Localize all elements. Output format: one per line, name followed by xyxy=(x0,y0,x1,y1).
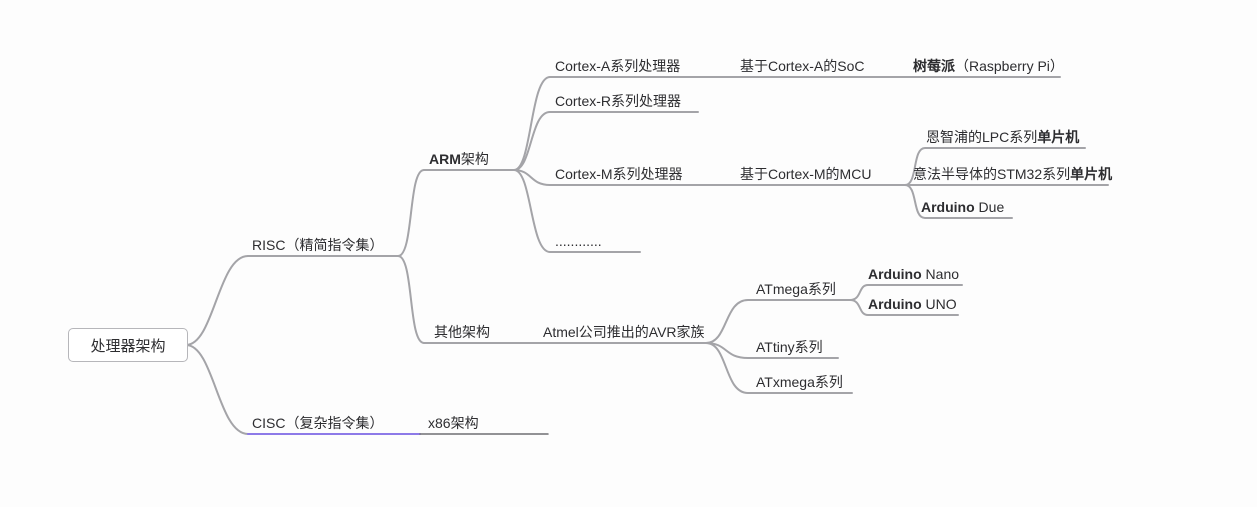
root-node-processor-architecture[interactable]: 处理器架构 xyxy=(68,328,188,362)
node-stm32-pre: 意法半导体的STM32系列 xyxy=(913,166,1071,182)
node-cortex-m[interactable]: Cortex-M系列处理器 xyxy=(555,166,683,182)
node-arduino-uno[interactable]: Arduino UNO xyxy=(868,294,957,314)
node-arm-rest: 架构 xyxy=(460,151,489,167)
node-arduino-nano-bold: Arduino xyxy=(868,266,922,282)
node-x86[interactable]: x86架构 xyxy=(428,415,479,431)
branch-avr-atmega xyxy=(705,299,851,344)
branch-arm-cortex-r xyxy=(513,111,551,171)
node-stm32-bold: 单片机 xyxy=(1070,166,1113,182)
node-raspberry-pi-rest: （Raspberry Pi） xyxy=(955,58,1064,74)
node-attiny[interactable]: ATtiny系列 xyxy=(756,339,823,355)
node-cortex-a[interactable]: Cortex-A系列处理器 xyxy=(555,58,681,74)
node-avr-family[interactable]: Atmel公司推出的AVR家族 xyxy=(543,324,705,340)
node-cortex-r[interactable]: Cortex-R系列处理器 xyxy=(555,93,682,109)
node-arduino-nano[interactable]: Arduino Nano xyxy=(868,264,959,284)
branch-root-risc xyxy=(185,255,249,346)
branch-arm-dots xyxy=(513,169,551,253)
node-lpc-bold: 单片机 xyxy=(1037,129,1080,145)
node-arduino-uno-bold: Arduino xyxy=(868,296,922,312)
node-arduino-nano-rest: Nano xyxy=(921,266,960,282)
branch-mcu-lpc xyxy=(904,147,1086,186)
node-arduino-uno-rest: UNO xyxy=(921,296,957,312)
node-other-arch[interactable]: 其他架构 xyxy=(434,324,490,340)
node-arm-bold: ARM xyxy=(429,151,461,167)
node-raspberry-pi-bold: 树莓派 xyxy=(913,58,955,74)
node-arm[interactable]: ARM架构 xyxy=(429,149,489,169)
node-mcu[interactable]: 基于Cortex-M的MCU xyxy=(740,166,872,182)
branch-risc-arm xyxy=(397,169,425,257)
node-dots[interactable]: ............ xyxy=(555,233,602,249)
node-lpc[interactable]: 恩智浦的LPC系列单片机 xyxy=(926,127,1079,147)
node-risc[interactable]: RISC（精简指令集） xyxy=(252,237,384,253)
node-raspberry-pi[interactable]: 树莓派（Raspberry Pi） xyxy=(913,56,1064,76)
node-lpc-pre: 恩智浦的LPC系列 xyxy=(926,129,1038,145)
branch-avr-atxmega xyxy=(705,342,853,394)
node-arduino-due-rest: Due xyxy=(974,199,1005,215)
branch-atmega-uno xyxy=(849,299,959,316)
root-label: 处理器架构 xyxy=(90,337,166,355)
node-atxmega[interactable]: ATxmega系列 xyxy=(756,374,843,390)
node-soc[interactable]: 基于Cortex-A的SoC xyxy=(740,58,865,74)
node-stm32[interactable]: 意法半导体的STM32系列单片机 xyxy=(913,164,1112,184)
branch-risc-other xyxy=(397,255,425,344)
node-arduino-due[interactable]: Arduino Due xyxy=(921,197,1004,217)
node-atmega[interactable]: ATmega系列 xyxy=(756,281,836,297)
node-arduino-due-bold: Arduino xyxy=(921,199,975,215)
branch-root-cisc xyxy=(185,344,249,435)
branch-arm-cortex-a xyxy=(513,76,551,171)
branch-mcu-due xyxy=(904,184,1013,219)
node-cisc[interactable]: CISC（复杂指令集） xyxy=(252,415,384,431)
